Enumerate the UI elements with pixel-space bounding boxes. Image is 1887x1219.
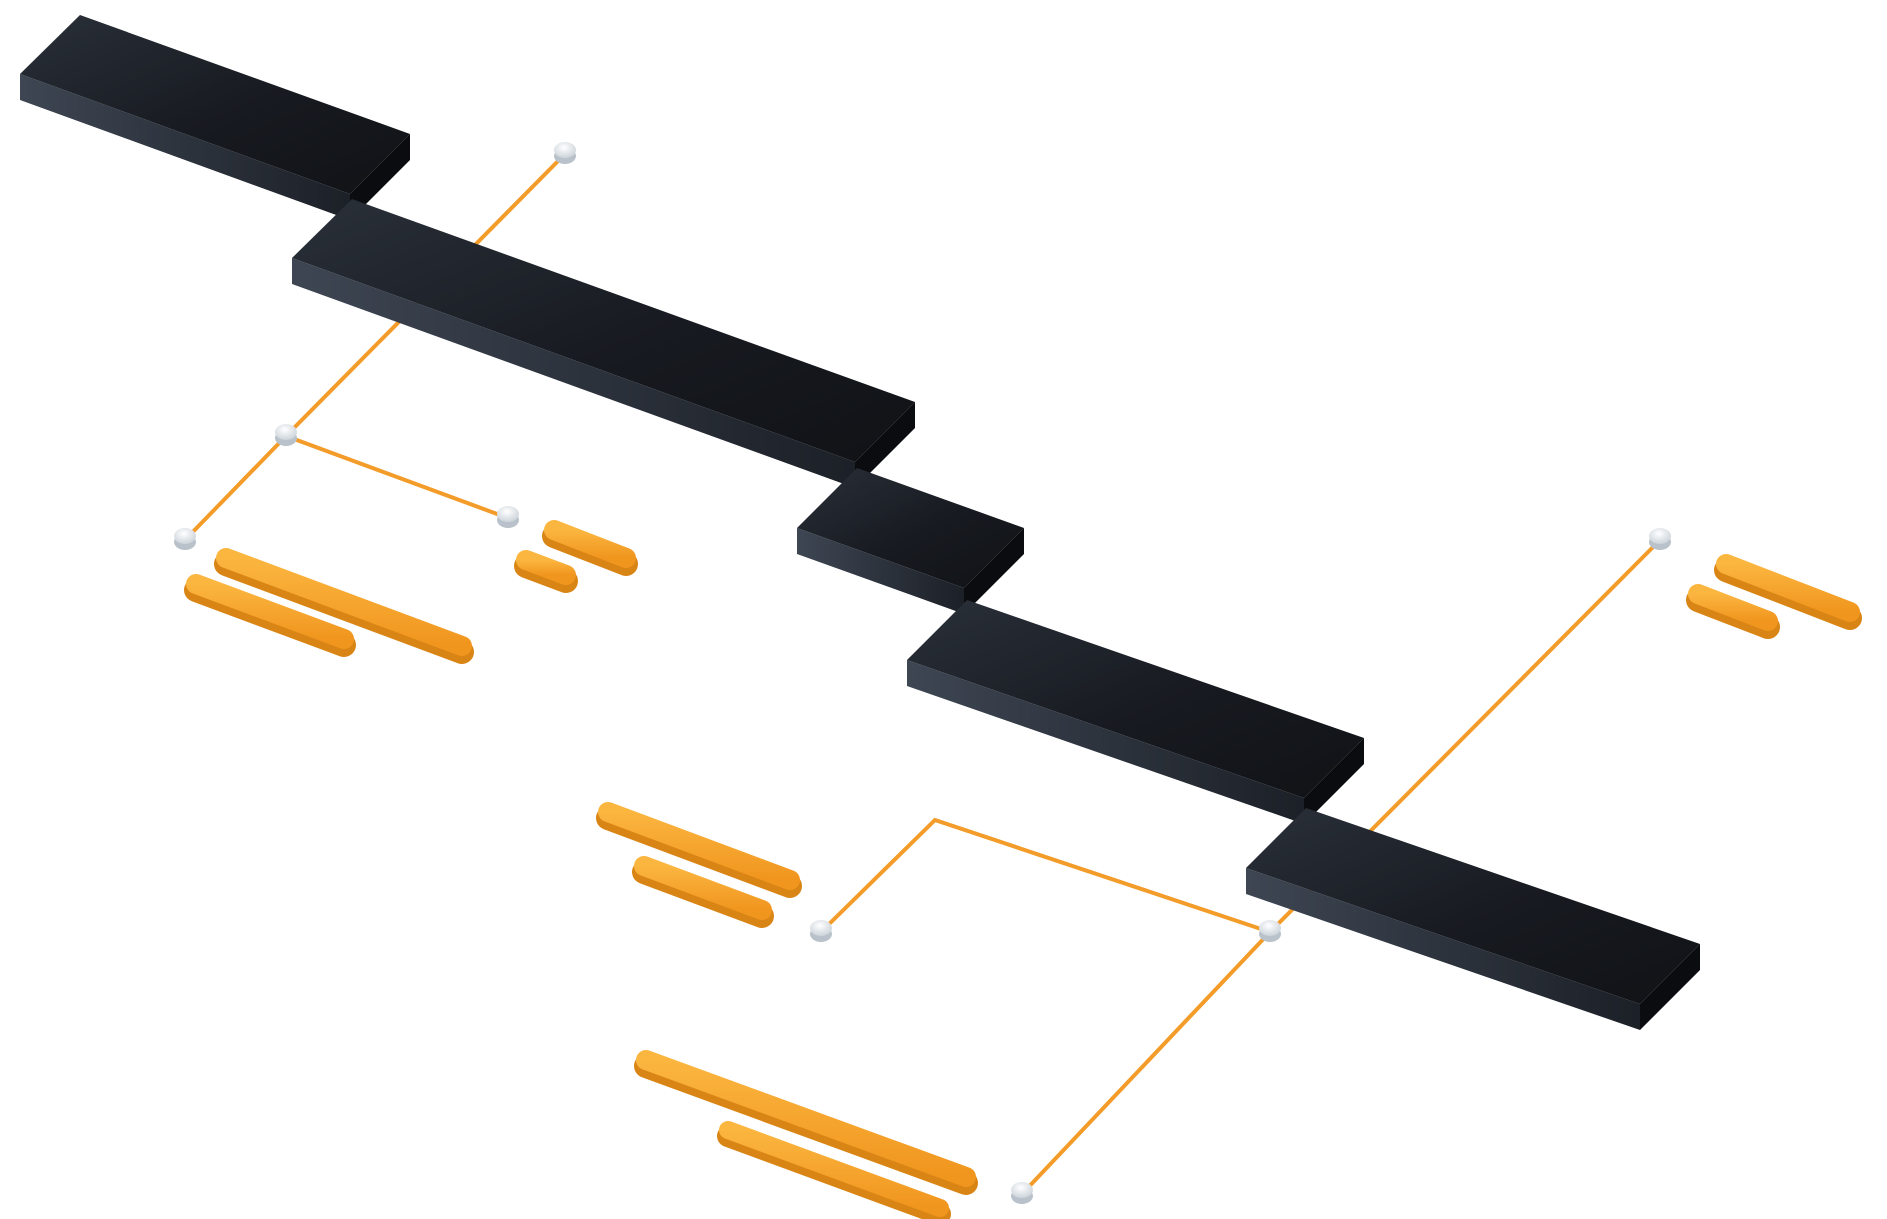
block-5 bbox=[1246, 808, 1700, 1030]
node-3 bbox=[174, 528, 196, 550]
node-5 bbox=[1649, 528, 1671, 550]
placeholder-group-2 bbox=[514, 520, 638, 593]
connector-nodes bbox=[174, 142, 1671, 1204]
block-4 bbox=[907, 600, 1364, 824]
node-1 bbox=[554, 142, 576, 164]
placeholder-group-5 bbox=[634, 1050, 978, 1219]
node-7 bbox=[1259, 920, 1281, 942]
node-4 bbox=[497, 506, 519, 528]
placeholder-bar bbox=[719, 1121, 949, 1217]
placeholder-bar bbox=[186, 574, 354, 649]
node-8 bbox=[1011, 1182, 1033, 1204]
placeholder-bar bbox=[634, 856, 772, 920]
connector-2 bbox=[284, 434, 510, 520]
placeholder-group-4 bbox=[596, 802, 802, 928]
block-3 bbox=[797, 468, 1024, 614]
connector-4 bbox=[819, 817, 1272, 934]
block-1 bbox=[20, 15, 410, 220]
placeholder-bar bbox=[216, 548, 472, 656]
placeholder-bar bbox=[544, 520, 636, 568]
placeholder-bar bbox=[636, 1050, 976, 1187]
placeholder-group-3 bbox=[1686, 554, 1862, 639]
placeholder-bar bbox=[516, 550, 576, 585]
placeholder-bar bbox=[1688, 584, 1778, 631]
block-2 bbox=[292, 199, 915, 488]
node-2 bbox=[275, 424, 297, 446]
connector-5 bbox=[1020, 930, 1272, 1196]
node-6 bbox=[810, 920, 832, 942]
placeholder-group-1 bbox=[184, 548, 474, 664]
placeholder-bar bbox=[1716, 554, 1860, 622]
placeholder-bar bbox=[598, 802, 800, 890]
